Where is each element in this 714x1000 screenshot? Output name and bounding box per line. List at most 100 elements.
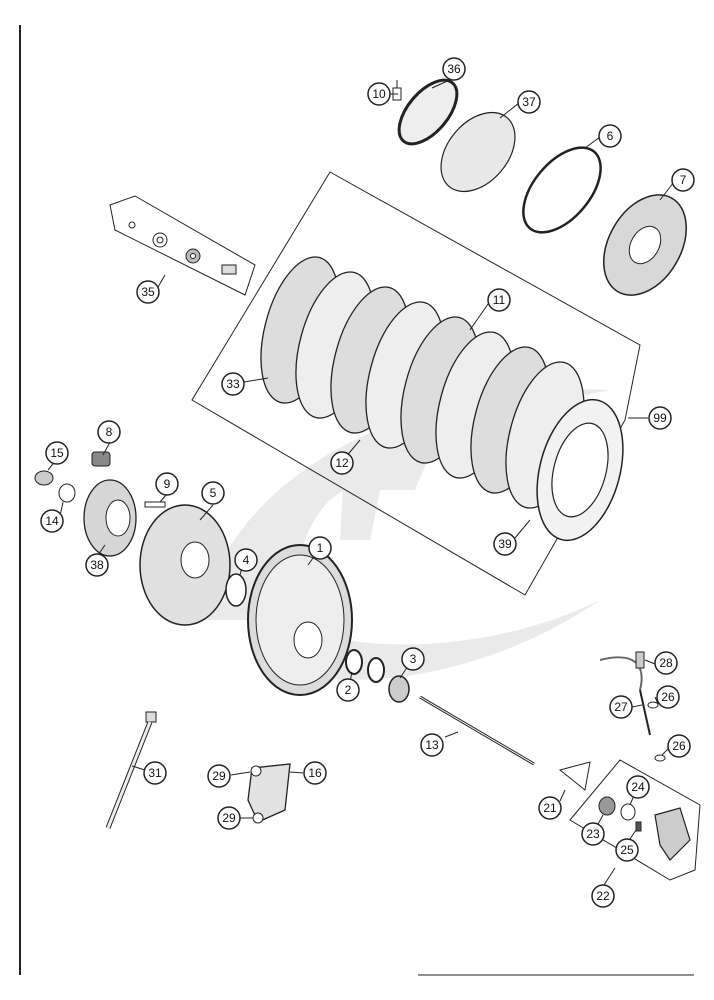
small-parts-set <box>128 221 237 275</box>
slave-cylinder-frame <box>569 759 701 881</box>
callout-13: 13 <box>420 733 444 757</box>
callout-24: 24 <box>626 775 650 799</box>
svg-text:7: 7 <box>680 173 687 187</box>
push-rod-highlight <box>419 696 535 765</box>
callout-8: 8 <box>97 420 121 444</box>
svg-text:12: 12 <box>335 456 349 470</box>
svg-text:22: 22 <box>596 889 610 903</box>
callout-3: 3 <box>401 647 425 671</box>
callout-38: 38 <box>85 553 109 577</box>
clutch-line-part <box>599 656 643 691</box>
svg-text:25: 25 <box>620 843 634 857</box>
callout-26-upper: 26 <box>656 685 680 709</box>
wire-ring-part <box>522 146 602 234</box>
clutch-basket-part <box>247 544 353 696</box>
clutch-line-end <box>639 689 651 736</box>
banjo-bolt-part <box>635 651 645 669</box>
svg-text:99: 99 <box>653 411 667 425</box>
seal-ring-upper <box>647 701 659 709</box>
callout-28: 28 <box>654 651 678 675</box>
callout-39: 39 <box>493 532 517 556</box>
slave-cylinder-body <box>654 807 691 861</box>
piston-part <box>598 796 616 816</box>
seal-ring-lower <box>654 754 666 762</box>
svg-text:37: 37 <box>522 95 536 109</box>
needle-bearing-part <box>345 649 363 675</box>
svg-text:16: 16 <box>308 766 322 780</box>
callout-29-upper: 29 <box>207 764 231 788</box>
svg-text:27: 27 <box>614 700 628 714</box>
bearing-ring-part <box>397 78 459 146</box>
svg-text:29: 29 <box>222 811 236 825</box>
svg-text:28: 28 <box>659 656 673 670</box>
svg-text:29: 29 <box>212 769 226 783</box>
callout-7: 7 <box>671 168 695 192</box>
svg-text:15: 15 <box>50 446 64 460</box>
spring-part <box>635 821 642 832</box>
gasket-part <box>558 761 591 791</box>
svg-text:21: 21 <box>543 801 557 815</box>
pin-part <box>144 501 166 508</box>
pressure-plate-part <box>603 194 687 296</box>
svg-text:6: 6 <box>607 129 614 143</box>
svg-text:14: 14 <box>45 514 59 528</box>
callout-15: 15 <box>45 441 69 465</box>
callout-23: 23 <box>581 822 605 846</box>
callout-37: 37 <box>517 90 541 114</box>
svg-text:4: 4 <box>243 553 250 567</box>
callout-27: 27 <box>609 695 633 719</box>
lock-washer-part <box>58 483 76 503</box>
washer-part <box>440 111 516 193</box>
callout-21: 21 <box>538 796 562 820</box>
svg-text:11: 11 <box>493 293 506 307</box>
inner-hub-part <box>83 479 137 557</box>
callout-6: 6 <box>598 124 622 148</box>
rubber-block-part <box>91 451 111 467</box>
callout-99: 99 <box>648 406 672 430</box>
clutch-hub-part <box>139 504 231 626</box>
svg-text:38: 38 <box>90 558 104 572</box>
callout-29-lower: 29 <box>217 806 241 830</box>
callout-33: 33 <box>221 372 245 396</box>
svg-text:10: 10 <box>372 87 386 101</box>
callout-10: 10 <box>367 82 391 106</box>
callout-26-lower: 26 <box>667 734 691 758</box>
callout-9: 9 <box>155 472 179 496</box>
callout-1: 1 <box>308 536 332 560</box>
bolt-part <box>392 80 402 101</box>
cover-screw-upper <box>250 765 262 777</box>
nut-part <box>34 470 54 486</box>
svg-text:39: 39 <box>498 537 512 551</box>
svg-text:26: 26 <box>661 690 675 704</box>
callout-35: 35 <box>136 280 160 304</box>
svg-text:36: 36 <box>447 62 461 76</box>
svg-text:8: 8 <box>106 425 113 439</box>
callout-5: 5 <box>201 481 225 505</box>
svg-text:5: 5 <box>210 486 217 500</box>
svg-text:2: 2 <box>345 683 352 697</box>
svg-text:24: 24 <box>631 780 645 794</box>
small-parts-frame <box>109 195 256 296</box>
callout-2: 2 <box>336 678 360 702</box>
svg-text:3: 3 <box>410 652 417 666</box>
clutch-plates-stack <box>260 256 624 542</box>
svg-text:23: 23 <box>586 827 600 841</box>
cover-screw-lower <box>252 812 264 824</box>
thrust-washer-part <box>225 573 247 607</box>
callout-25: 25 <box>615 838 639 862</box>
svg-text:9: 9 <box>164 477 171 491</box>
bushing-part <box>367 657 385 683</box>
callout-12: 12 <box>330 451 354 475</box>
spacer-sleeve-part <box>388 675 410 703</box>
clutch-cover-part <box>247 763 291 823</box>
grease-syringe-part <box>105 711 157 829</box>
callout-4: 4 <box>234 548 258 572</box>
svg-text:33: 33 <box>226 377 240 391</box>
callout-36: 36 <box>442 57 466 81</box>
o-ring-part <box>620 803 636 821</box>
callout-22: 22 <box>591 884 615 908</box>
svg-text:1: 1 <box>317 541 324 555</box>
callout-16: 16 <box>303 761 327 785</box>
